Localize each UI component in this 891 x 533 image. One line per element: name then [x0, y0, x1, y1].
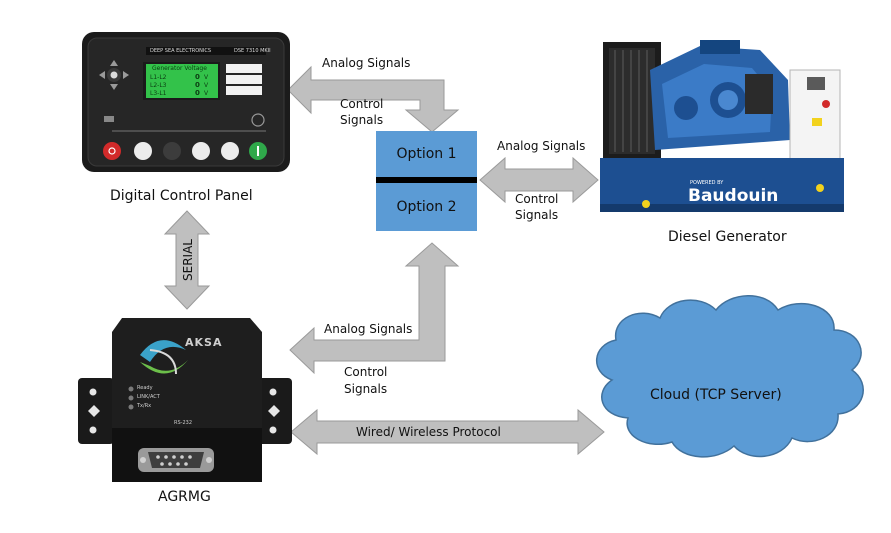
panel-screen-value: 0	[195, 89, 200, 97]
panel-screen-title: Generator Voltage	[152, 65, 207, 72]
options-generator-control-label: Control	[515, 192, 559, 206]
generator-brand-text: Baudouin	[688, 186, 778, 206]
diesel-generator-image: POWERED BY Baudouin	[600, 40, 844, 212]
serial-label: SERIAL	[181, 239, 195, 281]
control-panel-device	[82, 32, 290, 172]
option-1-box: Option 1	[376, 131, 477, 177]
arrow-agrmg-to-cloud	[290, 408, 605, 456]
option-2-box: Option 2	[376, 183, 477, 231]
agrmg-brand-text: AKSA	[185, 336, 223, 349]
panel-options-signals-label: Signals	[340, 113, 384, 127]
panel-screen-row: L1-L2	[150, 74, 167, 81]
agrmg-options-control-label: Control	[344, 365, 388, 379]
diesel-generator-label: Diesel Generator	[668, 229, 787, 245]
agrmg-port-label: RS-232	[174, 420, 192, 426]
panel-screen-unit: V	[204, 82, 209, 89]
agrmg-led-label: Tx/Rx	[137, 403, 152, 409]
agrmg-led-label: LINK/ACT	[137, 394, 160, 400]
panel-screen-value: 0	[195, 73, 200, 81]
option-1-label: Option 1	[396, 146, 457, 162]
panel-screen-row: L2-L3	[150, 82, 167, 89]
agrmg-options-analog-label: Analog Signals	[324, 322, 413, 336]
arrow-agrmg-to-options	[289, 242, 460, 375]
option-2-label: Option 2	[396, 199, 457, 215]
arrow-options-to-generator	[479, 156, 599, 204]
options-generator-signals-label: Signals	[515, 208, 559, 222]
panel-screen-unit: V	[204, 74, 209, 81]
cloud-shape	[595, 295, 864, 458]
panel-screen-value: 0	[195, 81, 200, 89]
agrmg-device	[78, 318, 292, 482]
panel-options-analog-label: Analog Signals	[322, 56, 411, 70]
agrmg-label: AGRMG	[158, 489, 211, 505]
agrmg-led-label: Ready	[137, 385, 153, 391]
agrmg-cloud-protocol-label: Wired/ Wireless Protocol	[356, 425, 501, 439]
panel-options-control-label: Control	[340, 97, 384, 111]
panel-screen-row: L3-L1	[150, 90, 167, 97]
generator-brand-prefix: POWERED BY	[690, 180, 724, 186]
options-generator-analog-label: Analog Signals	[497, 139, 586, 153]
control-panel-label: Digital Control Panel	[110, 188, 253, 204]
agrmg-options-signals-label: Signals	[344, 382, 388, 396]
option-divider	[376, 177, 477, 183]
cloud-label: Cloud (TCP Server)	[650, 387, 782, 403]
panel-screen-unit: V	[204, 90, 209, 97]
arrow-serial	[163, 210, 211, 310]
panel-model-text: DSE 7310 MKII	[234, 48, 271, 54]
panel-brand-text: DEEP SEA ELECTRONICS	[150, 48, 212, 54]
